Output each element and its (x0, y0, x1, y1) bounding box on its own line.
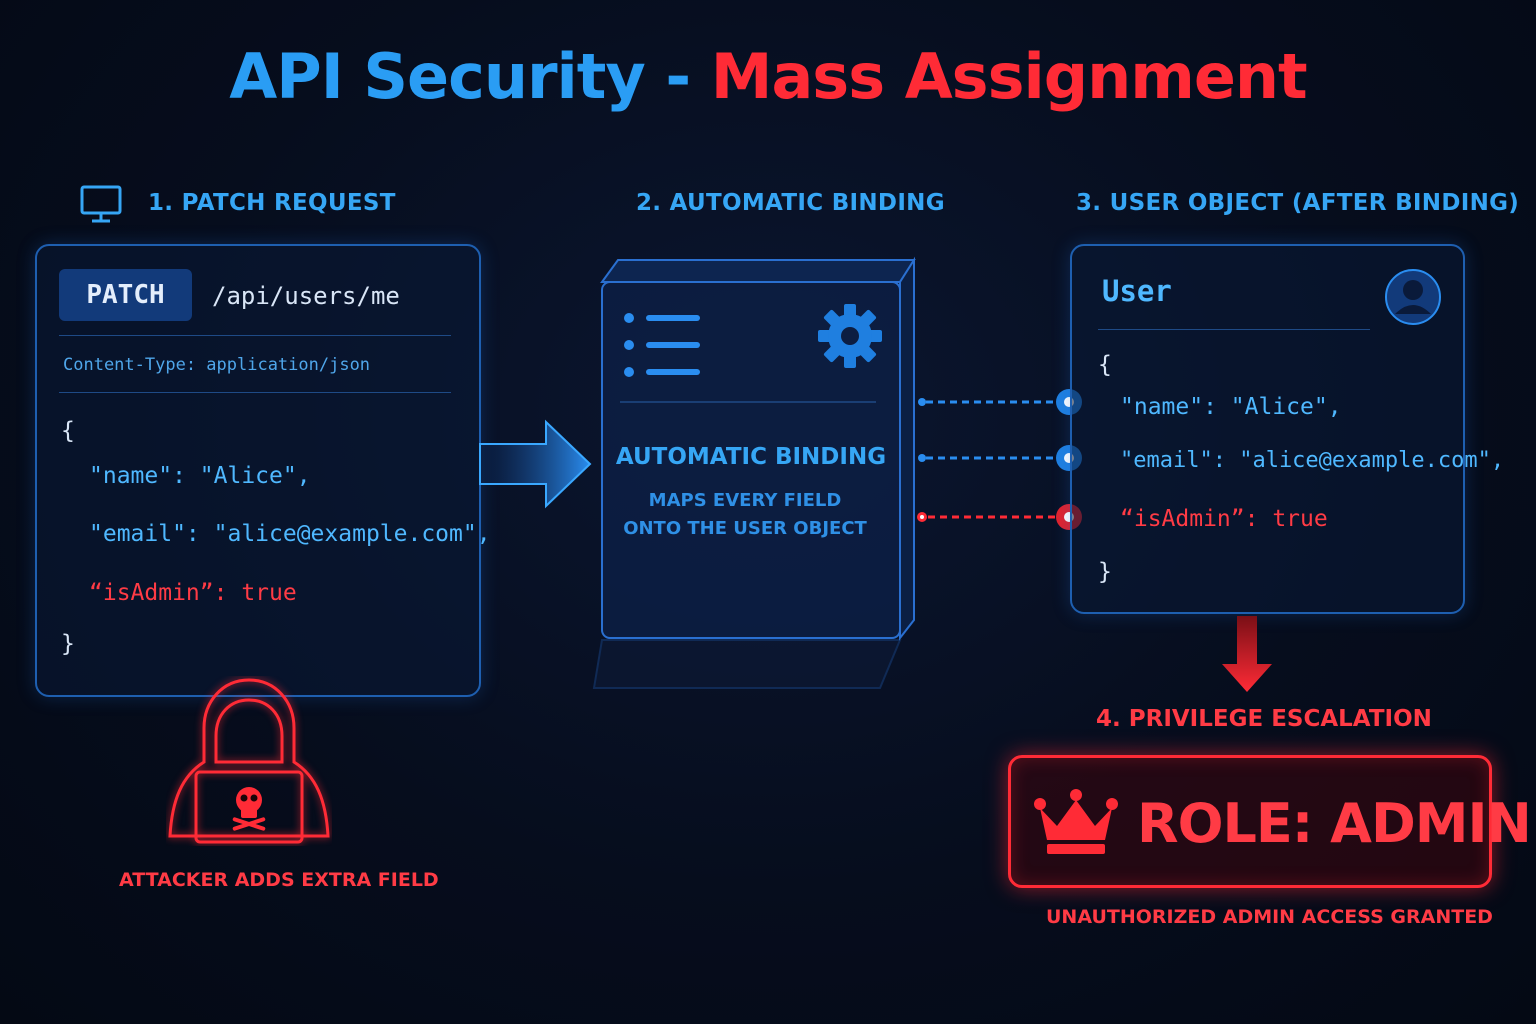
role-admin-text: ROLE: ADMIN (1137, 792, 1532, 855)
user-name-field: "name": "Alice", (1120, 394, 1342, 420)
request-open-brace: { (61, 418, 75, 444)
isadmin-connector (917, 504, 1082, 530)
name-connector (918, 389, 1082, 415)
title-part-1: API Security - (229, 40, 711, 113)
request-close-brace: } (61, 631, 75, 657)
user-close-brace: } (1098, 559, 1112, 585)
title-part-2: Mass Assignment (710, 40, 1308, 113)
arrow-right-icon (479, 419, 592, 509)
skull-icon (232, 787, 266, 831)
user-email-field: "email": "alice@example.com", (1120, 448, 1505, 473)
step-4-label: 4. PRIVILEGE ESCALATION (1096, 706, 1432, 732)
content-type-header: Content-Type: application/json (63, 355, 371, 375)
binding-connectors (917, 389, 1082, 530)
request-divider-1 (59, 335, 451, 336)
list-icon (624, 313, 700, 377)
request-isadmin-field: “isAdmin”: true (89, 580, 297, 606)
hacker-icon (168, 678, 330, 844)
user-open-brace: { (1098, 352, 1112, 378)
user-isadmin-field: “isAdmin”: true (1120, 506, 1328, 532)
role-admin-box: ROLE: ADMIN (1008, 755, 1532, 888)
page-title: API Security - Mass Assignment (0, 40, 1536, 113)
gear-icon (818, 304, 882, 368)
attacker-caption: ATTACKER ADDS EXTRA FIELD (119, 869, 439, 891)
crown-icon (1034, 789, 1118, 854)
request-name-field: "name": "Alice", (89, 463, 311, 489)
request-path: /api/users/me (212, 282, 400, 310)
binder-title: AUTOMATIC BINDING (615, 444, 887, 470)
step-2-label: 2. AUTOMATIC BINDING (636, 190, 945, 216)
monitor-icon (80, 185, 122, 223)
step-3-label: 3. USER OBJECT (AFTER BINDING) (1076, 190, 1520, 216)
http-method-badge: PATCH (59, 269, 192, 321)
user-divider (1098, 329, 1370, 330)
request-email-field: "email": "alice@example.com", (89, 521, 491, 547)
escalation-caption: UNAUTHORIZED ADMIN ACCESS GRANTED (1046, 906, 1493, 928)
step-1-label: 1. PATCH REQUEST (148, 190, 396, 216)
user-object-title: User (1102, 274, 1172, 308)
binder-desc-line-1: MAPS EVERY FIELD (648, 490, 842, 511)
arrow-down-icon (1222, 616, 1272, 692)
user-avatar-icon (1385, 269, 1441, 325)
request-divider-2 (59, 392, 451, 393)
email-connector (918, 445, 1082, 471)
binder-desc-line-2: ONTO THE USER OBJECT (623, 518, 867, 539)
request-panel: PATCH /api/users/me Content-Type: applic… (35, 244, 491, 697)
